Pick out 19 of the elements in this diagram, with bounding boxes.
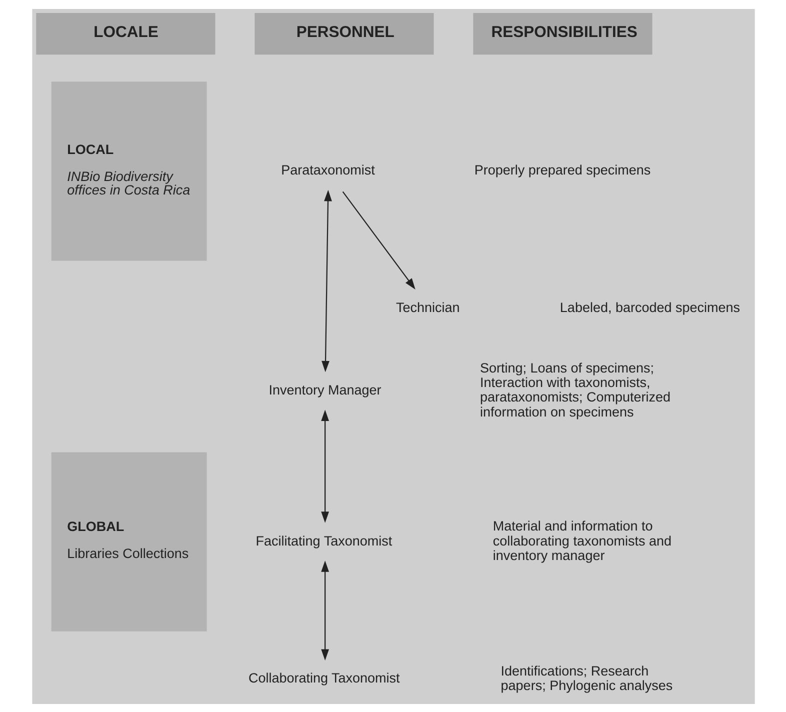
label: LOCALE bbox=[93, 23, 158, 40]
label: Labeled, barcoded specimens bbox=[559, 300, 740, 315]
label: Identifications; Research papers; Phylogenic analyses bbox=[500, 662, 672, 693]
arrow bbox=[321, 189, 332, 372]
label: Properly prepared specimens bbox=[474, 162, 650, 178]
node-box: GLOBAL Libraries Collections bbox=[50, 452, 206, 631]
node-text: Inventory Manager bbox=[268, 382, 381, 397]
arrow bbox=[320, 560, 329, 660]
arrow bbox=[320, 409, 329, 522]
node-text: Technician bbox=[396, 300, 460, 315]
arrow bbox=[342, 190, 415, 290]
node-text: Parataxonomist bbox=[280, 162, 374, 178]
label: Material and information to collaborating taxonomists and inventory manager bbox=[492, 518, 672, 562]
label: Sorting; Loans of specimens; Interaction with taxonomists, parataxonomists; Computerized information on specimens bbox=[479, 360, 670, 419]
node-text: Facilitating Taxonomist bbox=[255, 532, 392, 548]
label: RESPONSIBILITIES bbox=[490, 23, 637, 40]
node-text: Collaborating Taxonomist bbox=[248, 670, 400, 686]
label: PERSONNEL bbox=[296, 23, 394, 40]
node-box: LOCAL INBio Biodiversity offices in Costa Rica bbox=[50, 81, 206, 260]
